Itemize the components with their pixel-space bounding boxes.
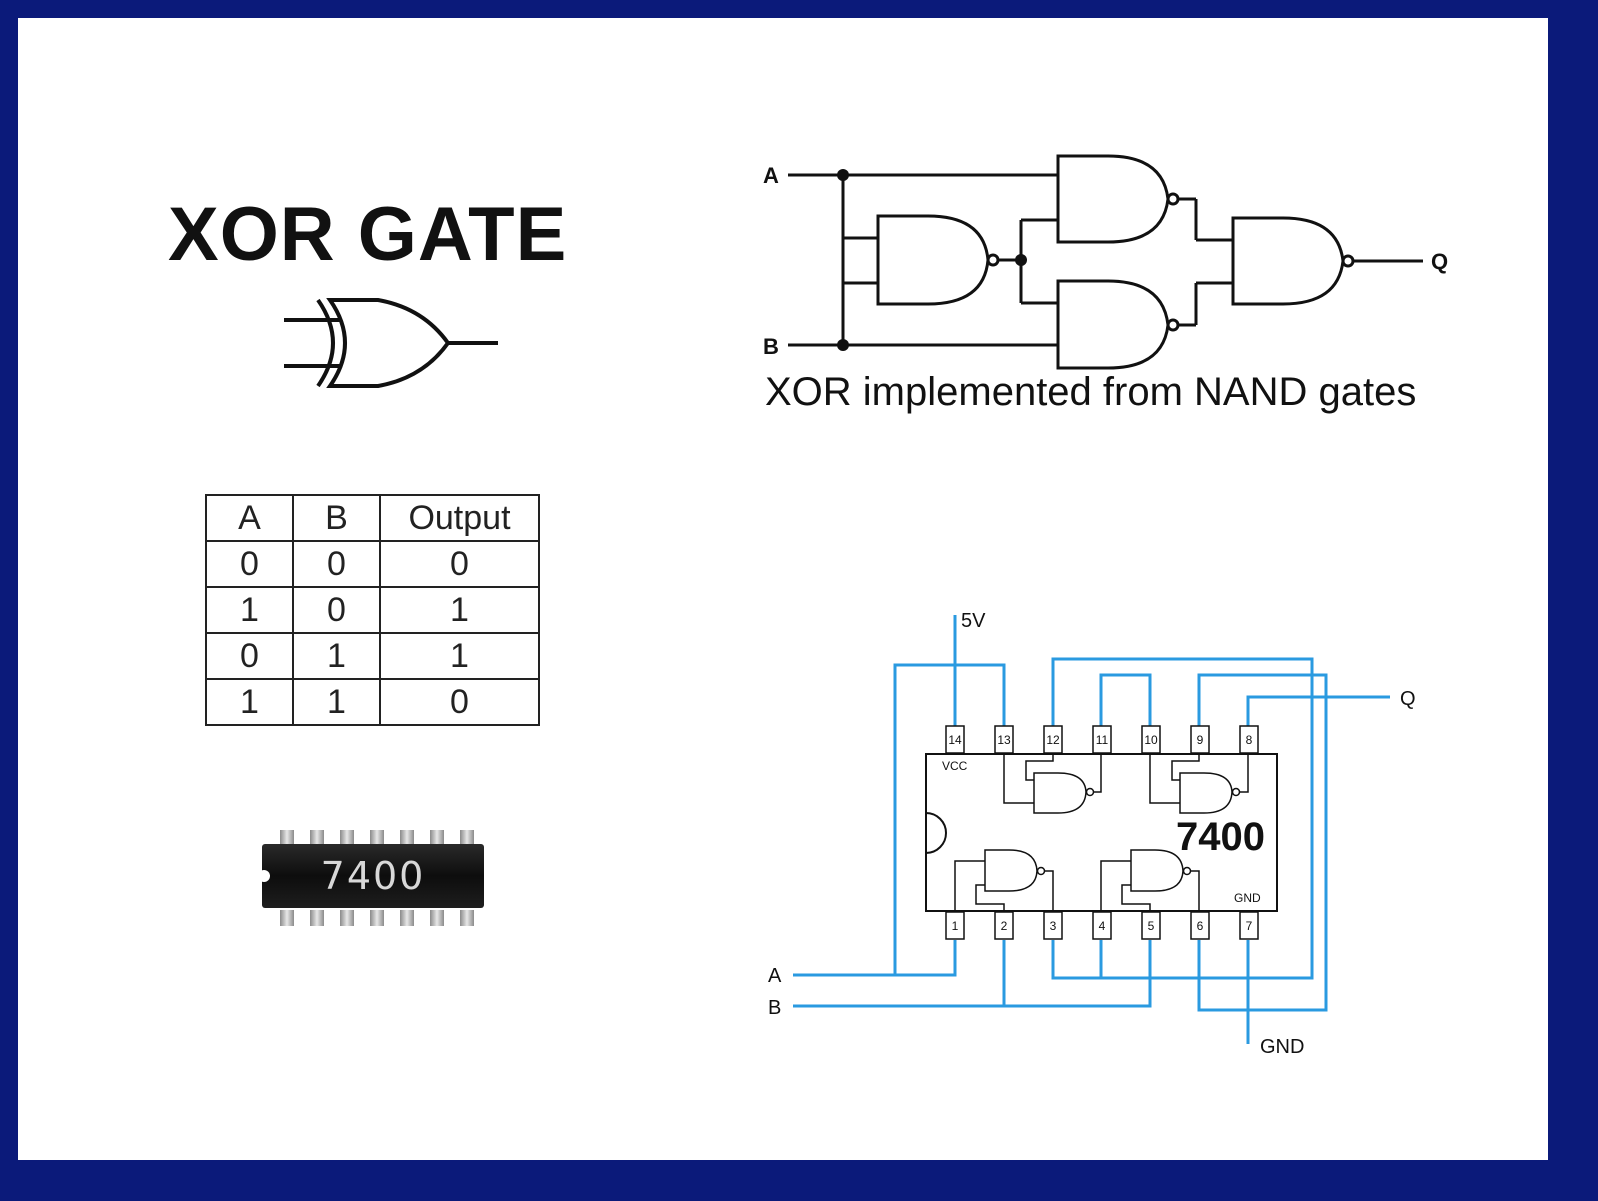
nand-caption: XOR implemented from NAND gates	[765, 370, 1417, 414]
table-cell: 0	[379, 540, 540, 588]
chip-pin	[280, 830, 294, 846]
xor-gate-symbol	[284, 298, 498, 388]
pin-box	[1092, 725, 1112, 754]
table-cell: 0	[379, 678, 540, 726]
table-cell: 1	[205, 678, 294, 726]
pin-box	[1043, 725, 1063, 754]
pin-box	[1141, 911, 1161, 940]
pin-box	[994, 911, 1014, 940]
pin-number-label: 5	[1148, 919, 1155, 933]
pin-box	[994, 725, 1014, 754]
table-cell: 0	[205, 540, 294, 588]
chip-pin	[310, 910, 324, 926]
nand-gate-4	[1231, 216, 1345, 306]
table-cell: 1	[205, 586, 294, 634]
chip-label: 7400	[1176, 815, 1265, 859]
pin-number-label: 9	[1197, 733, 1204, 747]
pin-number-label: 8	[1246, 733, 1253, 747]
pin-box	[945, 725, 965, 754]
nand-gate-1	[876, 214, 990, 306]
chip-pin	[310, 830, 324, 846]
pin-number-label: 3	[1050, 919, 1057, 933]
pin-number-label: 6	[1197, 919, 1204, 933]
pin-box	[1190, 725, 1210, 754]
pin-box	[945, 911, 965, 940]
chip-pin	[400, 910, 414, 926]
pin-number-label: 4	[1099, 919, 1106, 933]
table-row: 1 1 0	[205, 678, 540, 726]
nand-gate-3	[1056, 279, 1170, 370]
table-row: 0 0 0	[205, 540, 540, 588]
supply-5v-label: 5V	[961, 610, 986, 632]
chip-pin	[340, 830, 354, 846]
chip-pin	[370, 910, 384, 926]
chip-pin	[460, 910, 474, 926]
pin-box	[1239, 911, 1259, 940]
table-cell: 0	[205, 632, 294, 680]
chip-pin	[340, 910, 354, 926]
pin-number-label: 12	[1046, 733, 1060, 747]
wiring-input-a-label: A	[768, 965, 782, 987]
slide-canvas: XOR GATE	[18, 18, 1548, 1160]
table-row: 0 1 1	[205, 632, 540, 680]
ground-label: GND	[1260, 1036, 1304, 1058]
pin-number-label: 13	[997, 733, 1011, 747]
table-row: 1 0 1	[205, 586, 540, 634]
nand-input-b-label: B	[763, 334, 779, 359]
pin-number-label: 7	[1246, 919, 1253, 933]
blue-wires	[793, 615, 1390, 1044]
table-cell: 0	[292, 540, 381, 588]
nand-input-a-label: A	[763, 163, 779, 188]
nand-gate-2	[1056, 154, 1170, 244]
chip-pin	[430, 830, 444, 846]
pin-number-label: 1	[952, 919, 959, 933]
pin-number-label: 10	[1144, 733, 1158, 747]
table-cell: 1	[292, 632, 381, 680]
truth-table: A B Output 0 0 0 1 0 1 0 1 1 1 1 0	[205, 494, 540, 726]
pin-box	[1092, 911, 1112, 940]
table-cell: 0	[292, 586, 381, 634]
chip-pin	[400, 830, 414, 846]
table-cell: 1	[292, 678, 381, 726]
column-header-b: B	[292, 494, 381, 542]
chip-pin	[370, 830, 384, 846]
column-header-output: Output	[379, 494, 540, 542]
gnd-pin-label: GND	[1234, 891, 1261, 905]
table-cell: 1	[379, 632, 540, 680]
xor-gate-title: XOR GATE	[168, 192, 568, 277]
table-cell: 1	[379, 586, 540, 634]
pin-box	[1141, 725, 1161, 754]
pin-number-label: 2	[1001, 919, 1008, 933]
truth-table-header-row: A B Output	[205, 494, 540, 542]
chip-pin	[460, 830, 474, 846]
wiring-output-q-label: Q	[1400, 688, 1416, 710]
chip-pin	[430, 910, 444, 926]
pin-box	[1239, 725, 1259, 754]
pin-number-label: 14	[948, 733, 962, 747]
chip-pins	[280, 830, 474, 926]
nand-output-q-label: Q	[1431, 249, 1448, 274]
pin-box	[1190, 911, 1210, 940]
chip-photo-label: 7400	[321, 854, 426, 898]
pin-box	[1043, 911, 1063, 940]
chip-7400-photo: 7400	[258, 830, 484, 926]
vcc-label: VCC	[942, 759, 968, 773]
wiring-input-b-label: B	[768, 997, 781, 1019]
pin-number-label: 11	[1096, 733, 1109, 747]
nand-xor-diagram: A B Q	[763, 154, 1448, 370]
chip-pin	[280, 910, 294, 926]
column-header-a: A	[205, 494, 294, 542]
